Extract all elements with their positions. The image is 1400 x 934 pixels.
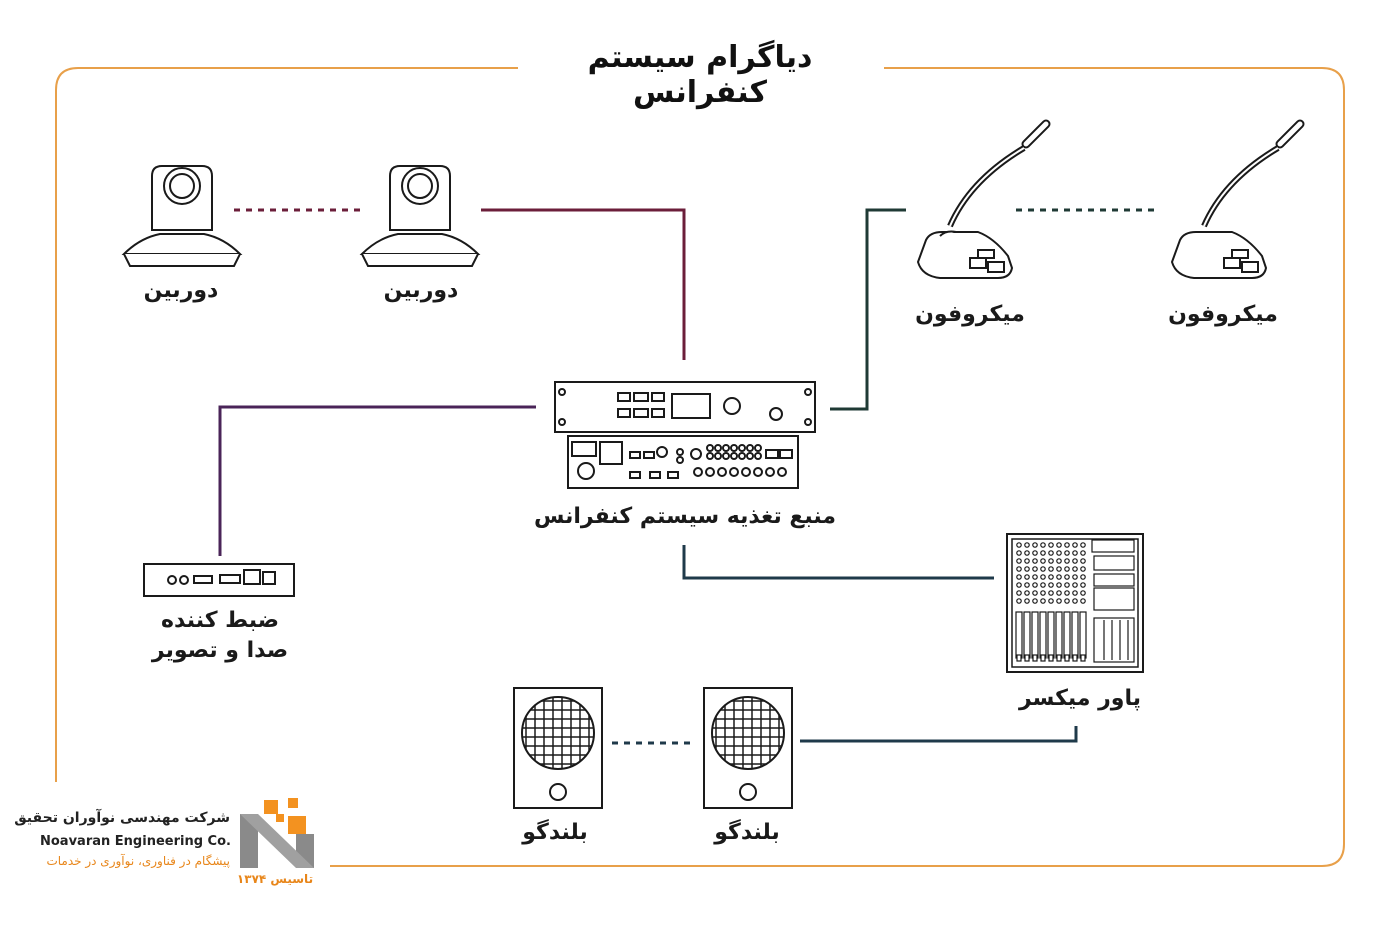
- recorder-label-line1: ضبط کننده: [161, 608, 279, 633]
- company-name-fa: شرکت مهندسی نوآوران تحقیق: [14, 810, 230, 826]
- speaker-left-label: بلندگو: [522, 820, 588, 845]
- mixer-link-line: [682, 545, 994, 580]
- company-name-en: Noavaran Engineering Co.: [40, 834, 231, 849]
- diagram-title: دیاگرام سیستم کنفرانس: [520, 40, 880, 110]
- mic-right-label: میکروفون: [1168, 302, 1278, 327]
- recorder-link-line: [218, 405, 536, 556]
- company-founded: تاسیس ۱۳۷۴: [236, 872, 314, 886]
- camera-right-icon: [359, 165, 481, 267]
- mic-link-line: [830, 208, 906, 411]
- power-supply-icon: [554, 381, 816, 489]
- speaker-link-line: [800, 726, 1078, 743]
- camera-link-line: [481, 208, 686, 360]
- power-supply-label: منبع تغذیه سیستم کنفرانس: [533, 504, 836, 529]
- camera-right-label: دوربین: [383, 278, 459, 303]
- recorder-label-line2: صدا و تصویر: [151, 638, 289, 663]
- speaker-left-grille: [522, 697, 594, 769]
- diagram-frame: [55, 67, 1345, 867]
- speaker-left-icon: [513, 687, 603, 809]
- camera-left-icon: [121, 165, 243, 267]
- mixer-controls: [1015, 539, 1135, 663]
- recorder-icon: [143, 563, 295, 597]
- company-logo-icon: [240, 798, 314, 868]
- speaker-right-label: بلندگو: [714, 820, 780, 845]
- power-mixer-label: پاور میکسر: [1019, 686, 1141, 711]
- speaker-right-grille: [712, 697, 784, 769]
- mic-left-label: میکروفون: [915, 302, 1025, 327]
- camera-left-label: دوربین: [143, 278, 219, 303]
- company-slogan: پیشگام در فناوری، نوآوری در خدمات: [46, 854, 230, 868]
- speaker-right-icon: [703, 687, 793, 809]
- microphone-right-icon: [1170, 119, 1305, 279]
- microphone-left-icon: [916, 119, 1051, 279]
